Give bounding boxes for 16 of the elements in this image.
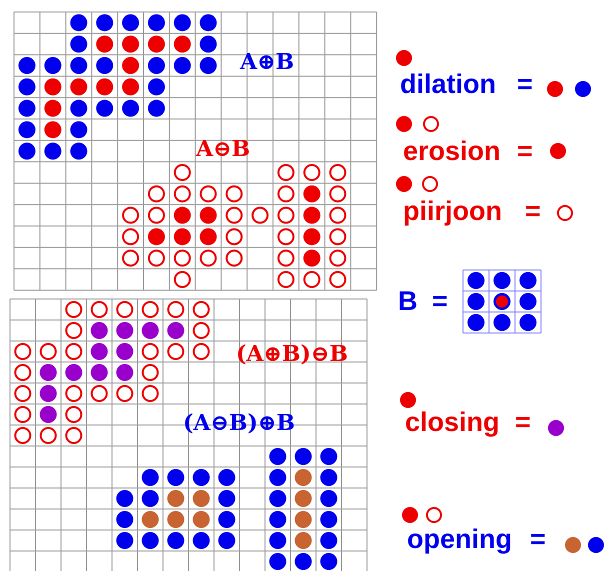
equals-sign: = (517, 71, 533, 98)
formula-label: (A⊖B)⊕B (183, 412, 295, 434)
equals-sign: = (525, 198, 541, 225)
operation-label: piirjoon (403, 198, 502, 225)
kernel-label: B (398, 288, 418, 315)
operation-label: erosion (403, 138, 501, 165)
operation-label: closing (405, 409, 500, 436)
operation-label: dilation (400, 71, 496, 98)
equals-sign: = (530, 526, 546, 553)
formula-label: A⊖B (196, 138, 250, 160)
equals-sign: = (517, 138, 533, 165)
equals-sign: = (515, 409, 531, 436)
formula-label: (A⊕B)⊖B (236, 343, 348, 365)
operation-label: opening (407, 526, 512, 553)
formula-label: A⊕B (240, 51, 294, 73)
equals-sign: = (432, 288, 448, 315)
